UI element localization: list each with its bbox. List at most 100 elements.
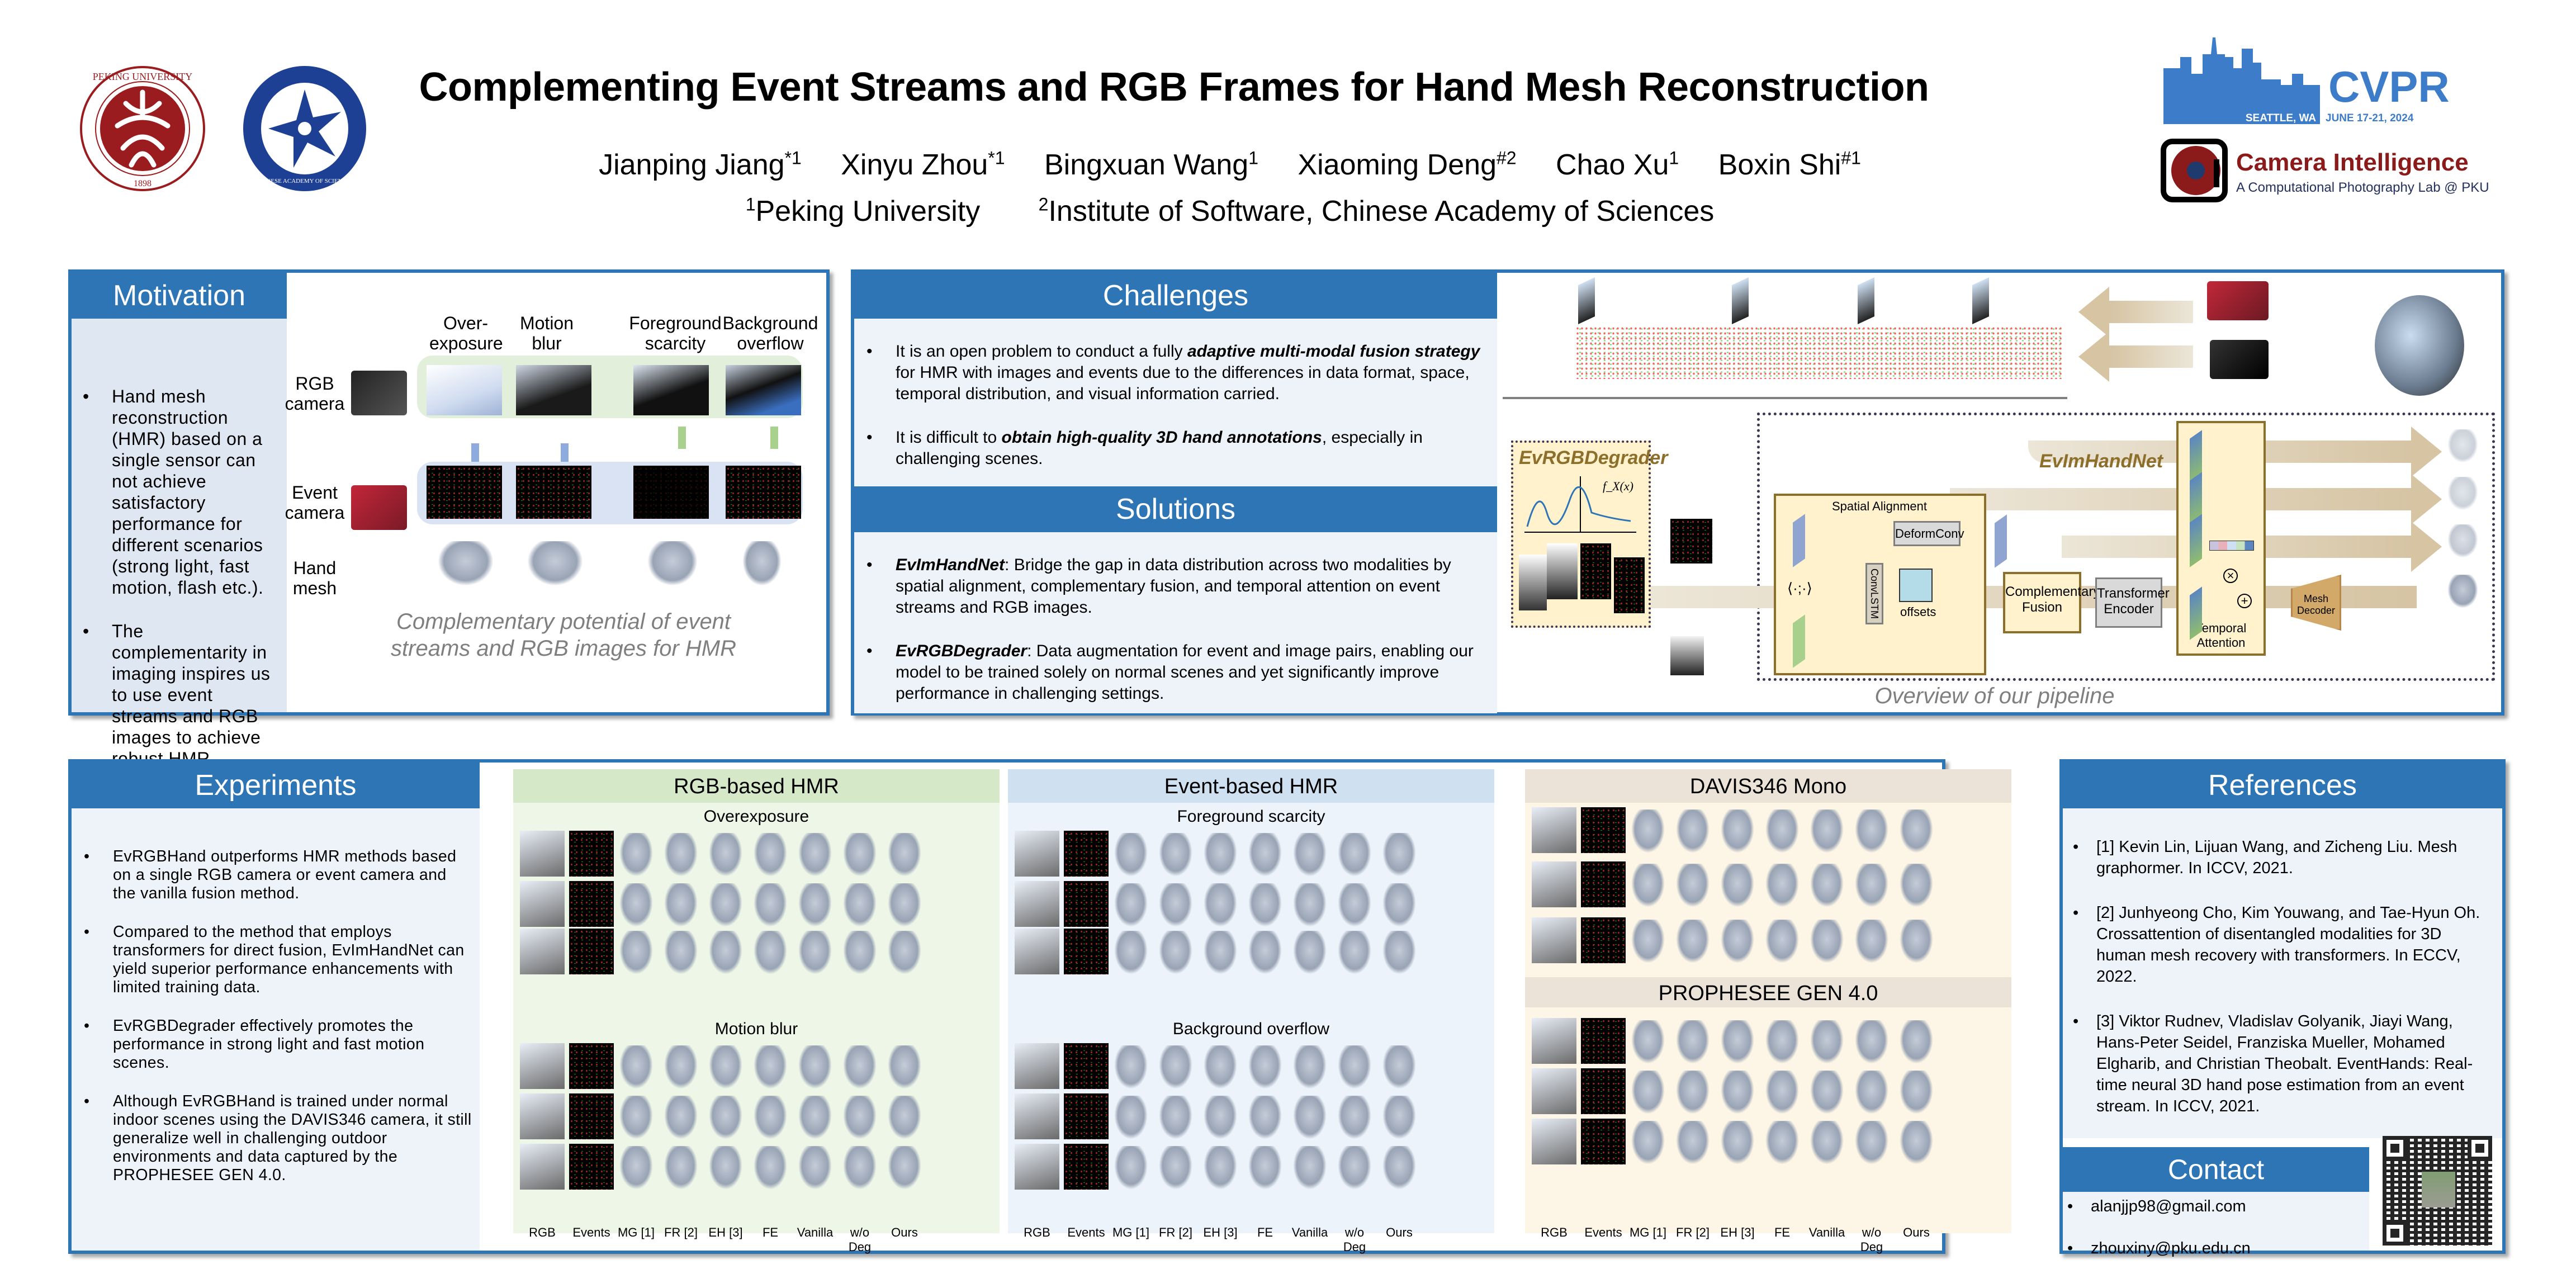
motivation-heading: Motivation (72, 273, 287, 319)
event-thumbnail (1064, 831, 1109, 877)
hand-mesh-result (1382, 931, 1416, 974)
author: Jianping Jiang*1 (599, 148, 802, 182)
rgb-thumbnail (520, 831, 565, 877)
degraded-event-sample (1614, 557, 1645, 613)
hand-mesh-result (1114, 931, 1148, 974)
hand-mesh-result (1900, 864, 1933, 907)
hand-mesh-result (1159, 931, 1192, 974)
hand-mesh-result (1293, 1045, 1327, 1089)
hand-mesh-result (1900, 1071, 1933, 1114)
result-row (1525, 1068, 2011, 1114)
hand-mesh-result (1765, 920, 1799, 963)
hand-mesh-result (1293, 1146, 1327, 1190)
hand-mesh-result (619, 1146, 653, 1190)
motivation-figure: Over- exposure Motion blur Foreground sc… (285, 273, 826, 712)
hand-mesh-result (1159, 883, 1192, 927)
degraded-sample (1519, 555, 1547, 610)
output-hand-mesh (2447, 429, 2478, 463)
spatial-alignment-label: Spatial Alignment (1832, 499, 1927, 513)
rgb-thumbnail (1015, 831, 1059, 877)
hand-mesh-result (664, 833, 698, 877)
column-label: RGB (1541, 1225, 1568, 1239)
hand-mesh-result (888, 883, 921, 927)
result-row (1008, 881, 1494, 927)
hand-mesh-result (1338, 1096, 1371, 1139)
event-input-band (2109, 301, 2193, 323)
scenario-label: Overexposure (703, 807, 809, 826)
hand-mesh-result (1810, 920, 1844, 963)
hand-mesh-result (709, 833, 742, 877)
event-camera-image (2207, 281, 2269, 320)
rgb-thumbnail (1015, 881, 1059, 927)
evrgbdegrader-label: EvRGBDegrader (1519, 447, 1668, 468)
group-title: Event-based HMR (1008, 769, 1494, 803)
hand-mesh-result (1810, 1121, 1844, 1164)
rgb-image-overexposure (427, 365, 502, 415)
hand-mesh-result (709, 931, 742, 974)
column-label: Motion blur (519, 313, 574, 353)
hand-mesh-result (754, 1045, 787, 1089)
degraded-sample (1547, 543, 1578, 599)
column-label: RGB (529, 1225, 556, 1239)
lab-subtitle: A Computational Photography Lab @ PKU (2236, 180, 2489, 195)
column-label: Ours (891, 1225, 918, 1239)
event-input-frame (1670, 519, 1712, 564)
column-label: w/o Deg (1343, 1225, 1366, 1254)
hand-mesh-result (1676, 920, 1710, 963)
hand-mesh-result (1855, 1020, 1888, 1064)
hand-mesh-result (888, 1045, 921, 1089)
hand-mesh-result (1631, 1071, 1665, 1114)
column-label: EH [3] (1720, 1225, 1755, 1239)
experiment-bullet: EvRGBHand outperforms HMR methods based … (79, 847, 472, 903)
row-label: Hand mesh (292, 558, 337, 598)
scenario-label: Background overflow (1172, 1020, 1330, 1038)
multiply-icon: × (2223, 569, 2238, 583)
rgb-thumbnail (1532, 1018, 1576, 1064)
hand-mesh (742, 541, 782, 586)
hand-mesh-result (1382, 1146, 1416, 1190)
hand-mesh-result (1338, 883, 1371, 927)
rgb-thumbnail (520, 881, 565, 927)
contact-email[interactable]: alanjjp98@gmail.com (2063, 1197, 2369, 1216)
hand-mesh-result (1631, 920, 1665, 963)
rgb-input-band (2109, 345, 2193, 368)
inner-product-symbol: ⟨·;·⟩ (1787, 580, 1812, 596)
scenario-label: Foreground scarcity (1177, 807, 1325, 826)
contact-email[interactable]: zhouxiny@pku.edu.cn (2063, 1239, 2369, 1258)
column-label: Over- exposure (429, 313, 503, 353)
transformer-encoder-box: Transformer Encoder (2095, 577, 2170, 628)
complementary-fusion-label: Complementary Fusion (2005, 584, 2100, 615)
pipeline-caption: Overview of our pipeline (1874, 684, 2115, 708)
event-thumbnail (569, 929, 614, 974)
hand-mesh-result (619, 1096, 653, 1139)
hand-mesh-result (664, 1096, 698, 1139)
author: Bingxuan Wang1 (1044, 148, 1258, 182)
hand-mesh-result (1338, 1146, 1371, 1190)
column-label: Background overflow (722, 313, 818, 353)
svg-text:CHINESE ACADEMY OF SCIENCES: CHINESE ACADEMY OF SCIENCES (255, 178, 353, 184)
event-image-overexposure (427, 466, 502, 519)
spatial-alignment-box: Spatial Alignment ⟨·;·⟩ DeformConv ConvL… (1774, 494, 1986, 675)
hand-mesh-result (843, 1096, 877, 1139)
hand-mesh-result (1293, 1096, 1327, 1139)
temporal-feature (2190, 514, 2202, 567)
column-label: Events (1067, 1225, 1105, 1239)
hand-mesh-result (798, 883, 832, 927)
solution-bullet: EvImHandNet: Bridge the gap in data dist… (862, 555, 1486, 618)
rgb-thumbnail (520, 1144, 565, 1190)
hand-mesh-result (1810, 809, 1844, 853)
event-input-arrow (2078, 287, 2109, 337)
aligned-event-feature (1995, 514, 2007, 568)
hand-mesh-result (843, 833, 877, 877)
qr-code[interactable] (2383, 1136, 2492, 1246)
hand-mesh (438, 541, 494, 586)
rgb-image-foreground-scarcity (633, 365, 709, 415)
reference-item: [3] Viktor Rudnev, Vladislav Golyanik, J… (2068, 1011, 2493, 1117)
hand-mesh-result (888, 931, 921, 974)
rgb-thumbnail (520, 1093, 565, 1139)
hand-mesh-result (1631, 864, 1665, 907)
column-label: Vanilla (1808, 1225, 1845, 1239)
hand-mesh-result (1248, 833, 1282, 877)
hand-mesh-result (1765, 864, 1799, 907)
